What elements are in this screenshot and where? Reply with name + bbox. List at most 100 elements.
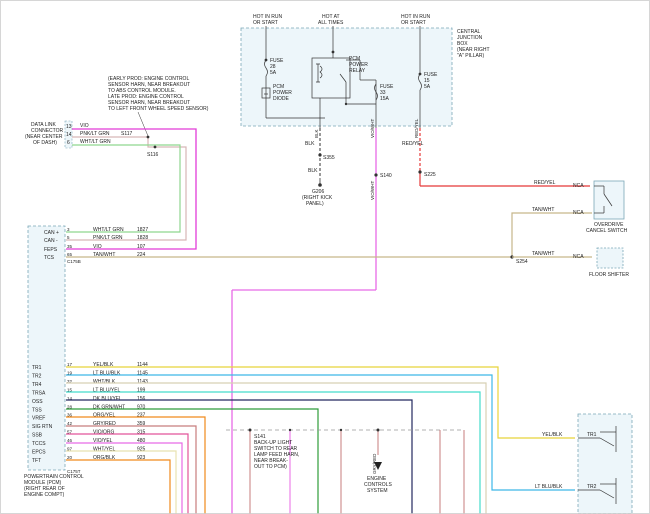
pcm-wire-color: WHT/LT GRN [93,227,124,233]
svg-text:BLK: BLK [314,129,319,138]
pcm-circuit-number: 199 [137,387,146,393]
svg-text:DATA LINK: DATA LINK [31,122,56,128]
pcm-wire-color: YEL/BLK [93,362,114,368]
svg-text:TO LEFT FRONT WHEEL SPEED SENS: TO LEFT FRONT WHEEL SPEED SENSOR) [108,106,209,112]
pcm-lower-wires [66,366,575,514]
svg-text:FUSE: FUSE [270,58,284,64]
svg-text:OF DASH): OF DASH) [33,140,57,146]
svg-text:14: 14 [66,132,72,138]
pcm-pin-number: 36 [67,413,73,418]
pcm-pin-name: FEPS [44,247,58,253]
pcm-pin-name: SIG RTN [32,424,53,430]
pcm-pin-number: 15 [67,387,73,392]
pcm-pin-name: SSB [32,433,43,439]
svg-text:S225: S225 [424,172,436,178]
fuse-labels: FUSE 28 5A FUSE 33 15A FUSE 15 5A [270,58,438,102]
cjb-splice-dots [318,153,422,177]
svg-text:LT BLU/BLK: LT BLU/BLK [535,484,563,490]
s141-harness [226,429,465,514]
svg-text:PNK/LT GRN: PNK/LT GRN [80,131,110,137]
svg-text:OUT TO PCM): OUT TO PCM) [254,464,287,470]
pcm-pin-name: TR1 [32,365,42,371]
svg-text:RED/YEL: RED/YEL [414,118,419,138]
floor-shifter-section: S254 TAN/WHT NCA FLOOR SHIFTER [512,247,629,278]
svg-text:TR2: TR2 [587,484,597,490]
svg-text:SWITCH TO REAR: SWITCH TO REAR [254,446,298,452]
svg-text:S140: S140 [380,173,392,179]
svg-text:BLK: BLK [305,141,315,147]
svg-text:(EARLY PROD: ENGINE CONTROL: (EARLY PROD: ENGINE CONTROL [108,76,189,82]
svg-text:(NEAR CENTER: (NEAR CENTER [25,134,63,140]
svg-text:PANEL): PANEL) [306,201,324,207]
power-feed-labels: HOT IN RUN OR START HOT AT ALL TIMES HOT… [253,14,430,26]
tr-sensor-section: YEL/BLK LT BLU/BLK TR1 TR2 [535,413,633,514]
cjb-vertical-wire-labels: BLK VIO/WHT RED/YEL [314,118,419,138]
svg-text:VIO/WHT: VIO/WHT [370,181,375,200]
pcm-pin-name: TCCS [32,441,46,447]
splice-breakout-note: (EARLY PROD: ENGINE CONTROL SENSOR HARN,… [108,76,209,112]
pcm-pin-number: 3 [67,227,70,232]
svg-text:5A: 5A [424,84,431,90]
dlc-pins: 13 14 6 VIO PNK/LT GRN WHT/LT GRN [66,123,111,146]
svg-text:POWER: POWER [273,90,292,96]
pcm-circuit-number: 156 [137,396,146,402]
cjb-splice-labels: S355 S140 S225 [323,155,436,179]
svg-text:CONNECTOR: CONNECTOR [31,128,64,134]
svg-text:28: 28 [270,64,276,70]
svg-text:LATE PROD: ENGINE CONTROL: LATE PROD: ENGINE CONTROL [108,94,184,100]
data-link-connector [64,120,73,149]
pcm-wire-color: WHT/YEL [93,447,115,453]
svg-text:VIO/WHT: VIO/WHT [370,119,375,138]
svg-text:S117: S117 [121,131,133,137]
pcm-pin-name: TR4 [32,382,42,388]
svg-text:"A" PILLAR): "A" PILLAR) [457,53,485,59]
pcm-wire-color: LT BLU/YEL [93,387,121,393]
svg-text:CONTROLS: CONTROLS [364,482,392,488]
pcm-circuit-number: 480 [137,438,146,444]
pcm-circuit-number: 925 [137,447,146,453]
pcm-circuit-number: 1828 [137,235,148,241]
pcm-wire-color: ORG/BLK [93,455,116,461]
svg-text:RELAY: RELAY [349,68,366,74]
connector-c175b: C175B [67,259,81,264]
pcm-pin-name: TSS [32,407,42,413]
central-junction-box [240,27,453,127]
pcm-pin-name: CAN - [44,238,58,244]
pcm-pin-name: TRSA [32,390,46,396]
pcm-pin-number: 5 [67,235,70,240]
ground-g206: BLK G206 (RIGHT KICK PANEL) [302,168,333,207]
cjb-label: CENTRAL JUNCTION BOX (NEAR RIGHT "A" PIL… [457,29,490,59]
svg-text:NCA: NCA [573,183,584,189]
pcm-wire-color: PNK/LT GRN [93,235,123,241]
svg-text:6: 6 [67,140,70,146]
pcm-pin-number: 17 [67,362,73,367]
pcm-pin-number: 35 [67,244,73,249]
dlc-splice-dots [146,135,157,149]
pcm-wire-color: TAN/WHT [93,252,115,258]
svg-text:TAN/WHT: TAN/WHT [532,251,554,257]
svg-text:S116: S116 [147,152,159,158]
pcm-pin-number: 19 [67,370,73,375]
pcm-wire-color: WHT/BLK [93,379,116,385]
pcm-wire-color: DK GRN/WHT [93,404,125,410]
svg-text:(NEAR RIGHT: (NEAR RIGHT [457,47,490,53]
pcm-circuit-number: 315 [137,430,146,436]
svg-text:RED/YEL: RED/YEL [534,180,556,186]
svg-text:NCA: NCA [573,210,584,216]
pcm-pin-number: 28 [67,404,73,409]
svg-text:HOT IN RUN: HOT IN RUN [253,14,282,20]
pcm-wire-color: LT BLU/BLK [93,370,121,376]
pcm-pin-number: 32 [67,379,73,384]
svg-text:CENTRAL: CENTRAL [457,29,481,35]
pcm-pin-number: 57 [67,430,73,435]
pcm-power-relay-label: PCM POWER RELAY [349,56,368,74]
svg-text:S141: S141 [254,434,266,440]
pcm-circuit-number: 107 [137,244,146,250]
pcm-circuit-number: 1144 [137,362,148,368]
svg-text:JUNCTION: JUNCTION [457,35,483,41]
pcm-pin-name: OSS [32,399,43,405]
connector-c175t: C175T [67,469,81,474]
svg-text:SENSOR HARN, NEAR BREAKOUT: SENSOR HARN, NEAR BREAKOUT [108,100,190,106]
pcm-circuit-number: 224 [137,252,146,258]
